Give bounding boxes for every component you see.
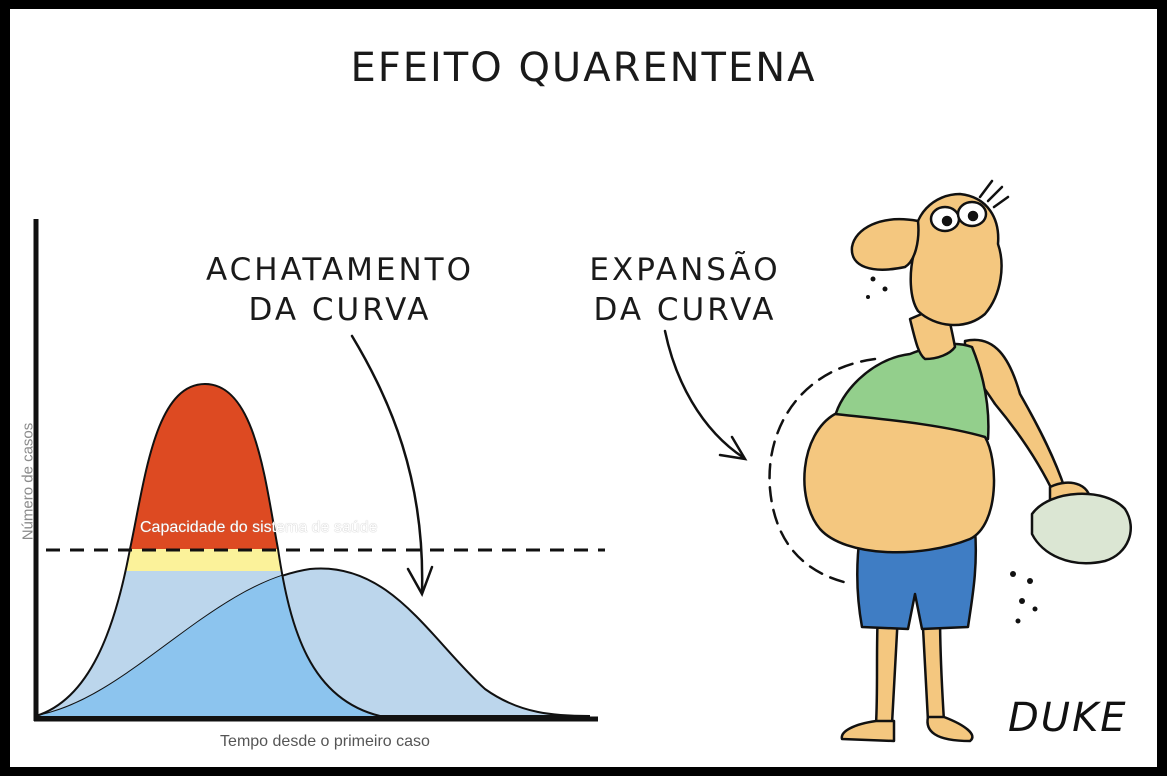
- flatten-curve-label-line1: ACHATAMENTO: [205, 252, 474, 288]
- belly: [803, 412, 996, 554]
- epidemic-chart: [33, 219, 605, 722]
- expand-arrow: [663, 329, 746, 460]
- belly-dashed-outline: [768, 357, 877, 586]
- cartoon-drawing: [33, 179, 1132, 743]
- left-pupil: [941, 215, 953, 227]
- flatten-curve-label: ACHATAMENTO DA CURVA: [200, 250, 480, 330]
- bread: [1030, 492, 1132, 565]
- expand-curve-label: EXPANSÃO DA CURVA: [570, 250, 800, 330]
- cartoon-title: EFEITO QUARENTENA: [350, 45, 817, 91]
- over-capacity-region: [36, 384, 380, 549]
- hair: [978, 179, 1010, 209]
- flatten-curve-label-line2: DA CURVA: [248, 292, 432, 328]
- peak-curve-outline: [35, 382, 381, 717]
- artist-signature: DUKE: [1008, 695, 1128, 741]
- capacity-label: Capacidade do sistema de saúde: [140, 519, 378, 536]
- shorts: [855, 527, 978, 631]
- man-character: [768, 179, 1132, 743]
- arrows: [350, 329, 748, 597]
- expand-arrowhead: [718, 435, 748, 461]
- flatten-arrowhead: [406, 565, 434, 597]
- cartoon-panel: EFEITO QUARENTENA ACHATAMENTO DA CURVA E…: [10, 9, 1157, 767]
- x-axis-label: Tempo desde o primeiro caso: [220, 733, 430, 750]
- nose: [850, 218, 920, 271]
- y-axis-label: Número de casos: [19, 422, 37, 541]
- crumbs: [866, 276, 1038, 624]
- near-capacity-band: [36, 549, 380, 571]
- left-foot: [840, 719, 896, 743]
- expand-curve-label-line1: EXPANSÃO: [589, 252, 781, 288]
- right-pupil: [967, 210, 979, 222]
- expand-curve-label-line2: DA CURVA: [593, 292, 777, 328]
- flatten-arrow: [350, 334, 424, 594]
- right-foot: [926, 715, 974, 743]
